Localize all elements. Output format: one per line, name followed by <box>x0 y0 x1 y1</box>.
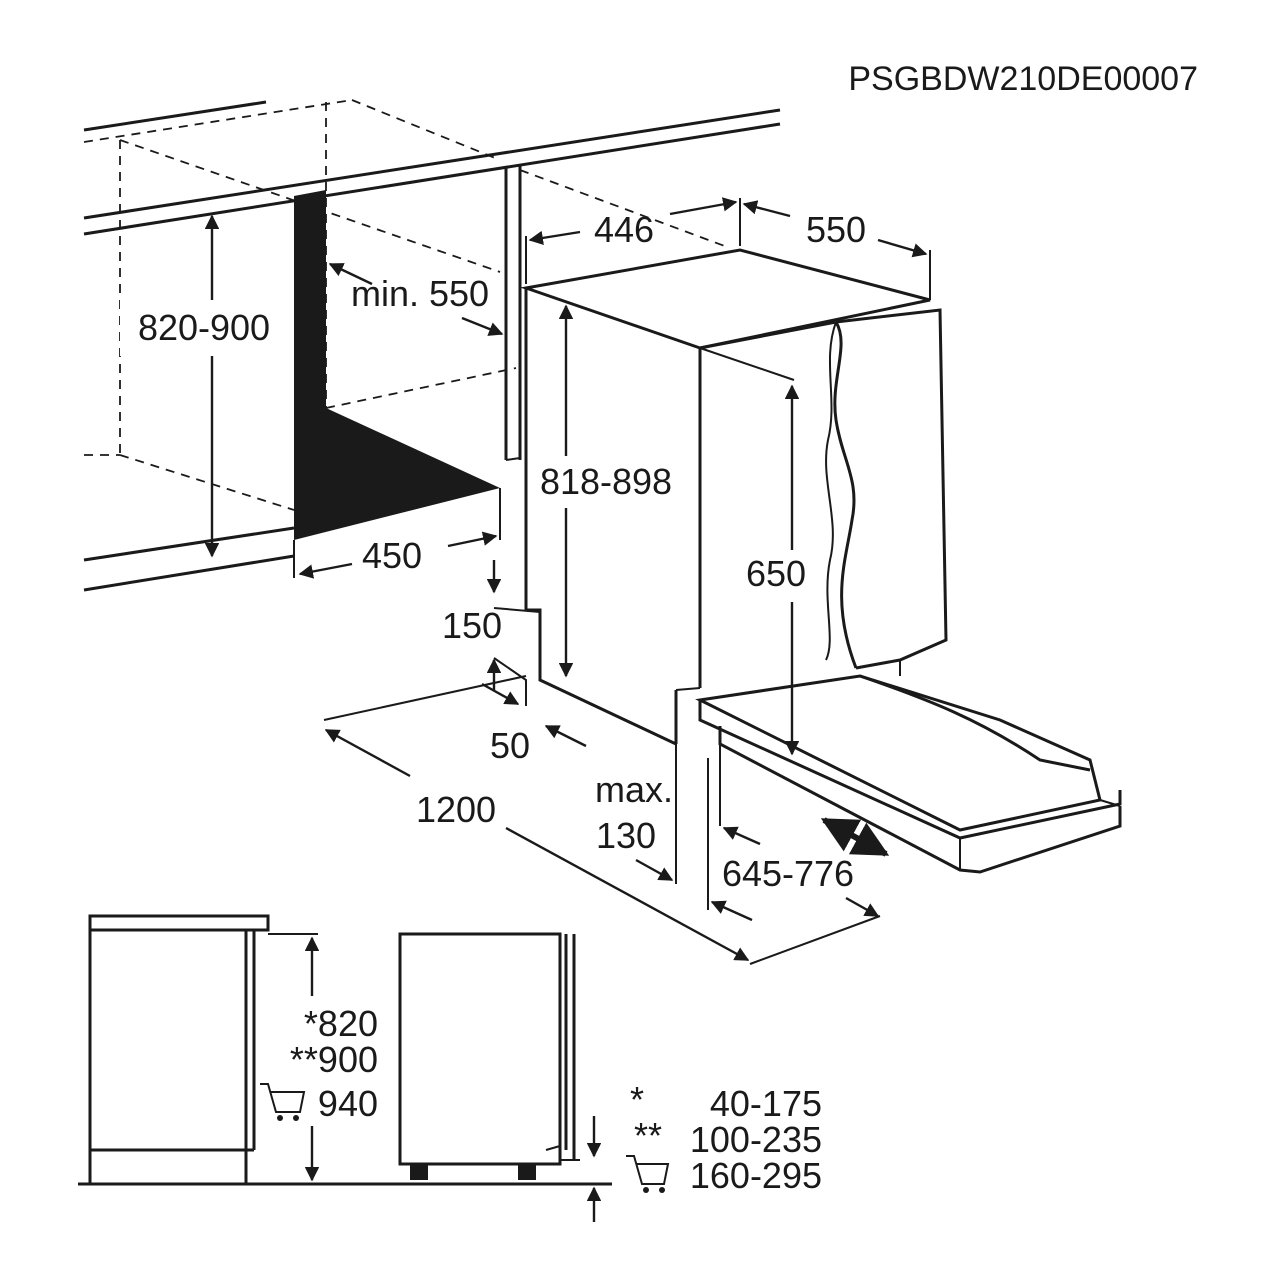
door-height-label: 650 <box>746 553 806 594</box>
door-travel-label: 645-776 <box>722 853 854 894</box>
legend-value-star: 40-175 <box>710 1083 822 1124</box>
cart-icon <box>260 1083 306 1121</box>
legend-symbol-star: * <box>630 1079 644 1120</box>
height-star-label: *820 <box>304 1003 378 1044</box>
side-view-left <box>78 914 612 1186</box>
model-code: PSGBDW210DE00007 <box>848 60 1198 98</box>
height-double-star-label: **900 <box>290 1039 378 1080</box>
kitchen-niche <box>83 99 781 592</box>
side-view-right <box>398 932 602 1222</box>
appliance-height-label: 818-898 <box>540 461 672 502</box>
door-swing-label: 1200 <box>416 789 496 830</box>
door-max-value: 130 <box>596 815 656 856</box>
niche-height-label: 820-900 <box>138 307 270 348</box>
legend-symbol-double-star: ** <box>634 1115 662 1156</box>
legend-value-cart: 160-295 <box>690 1155 822 1196</box>
appliance-depth-label: 550 <box>806 209 866 250</box>
height-cart-label: 940 <box>318 1083 378 1124</box>
niche-depth-label: min. 550 <box>351 273 489 314</box>
appliance-width-label: 446 <box>594 209 654 250</box>
dishwasher-appliance <box>493 248 1122 874</box>
door-max-label: max. <box>595 769 673 810</box>
legend-value-double-star: 100-235 <box>690 1119 822 1160</box>
niche-shadow <box>294 190 500 540</box>
dimension-lines <box>120 197 931 965</box>
niche-width-label: 450 <box>362 535 422 576</box>
legend-cart-icon <box>626 1155 670 1193</box>
plinth-height-label: 150 <box>442 605 502 646</box>
plinth-depth-label: 50 <box>490 725 530 766</box>
